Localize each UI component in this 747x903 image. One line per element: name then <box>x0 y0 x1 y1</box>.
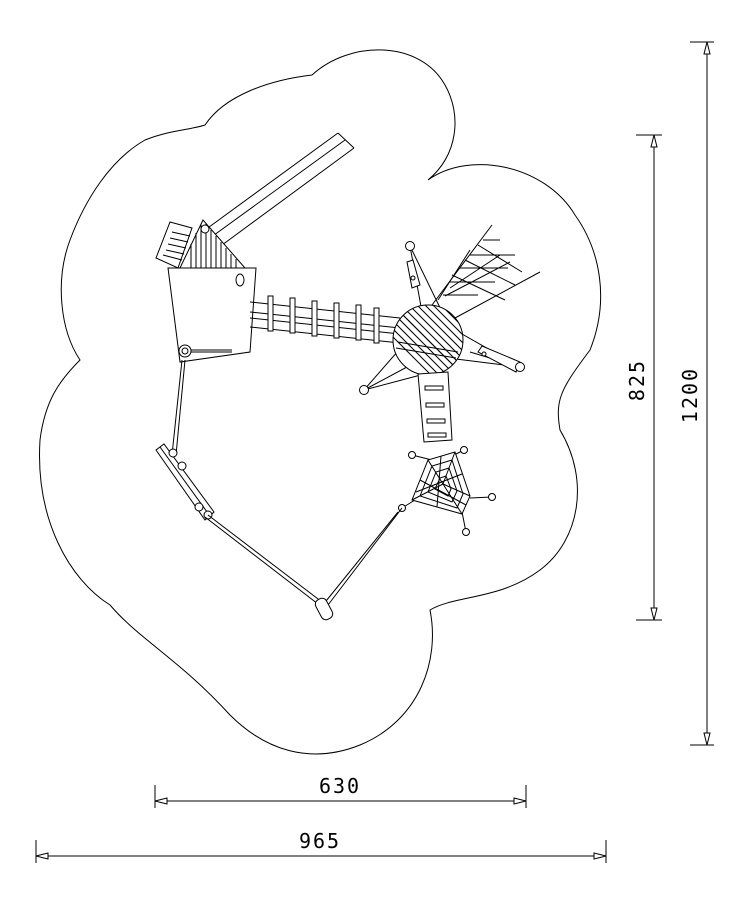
dimension-equipment-width: 630 <box>154 774 527 808</box>
central-hub <box>392 304 464 376</box>
slide <box>204 132 355 249</box>
tower-platform <box>167 267 257 363</box>
dimension-overall-height: 1200 <box>678 41 714 746</box>
dimension-overall-width: 965 <box>35 829 607 863</box>
swing-seat <box>314 597 334 621</box>
equipment-height-label: 825 <box>625 359 649 401</box>
bridge-ladder <box>249 295 401 344</box>
spider-web-net <box>398 446 496 536</box>
overall-width-label: 965 <box>299 829 341 853</box>
vertical-ladder <box>417 371 453 443</box>
tower-roof <box>179 219 247 269</box>
overall-height-label: 1200 <box>678 367 702 423</box>
dimension-equipment-height: 825 <box>625 134 662 621</box>
balance-log <box>155 443 215 521</box>
climbing-net-ladder <box>431 224 541 319</box>
swing-ropes <box>204 507 403 607</box>
safety-zone-outline <box>39 49 602 755</box>
equipment-width-label: 630 <box>319 774 361 798</box>
tower-rope <box>171 359 186 456</box>
